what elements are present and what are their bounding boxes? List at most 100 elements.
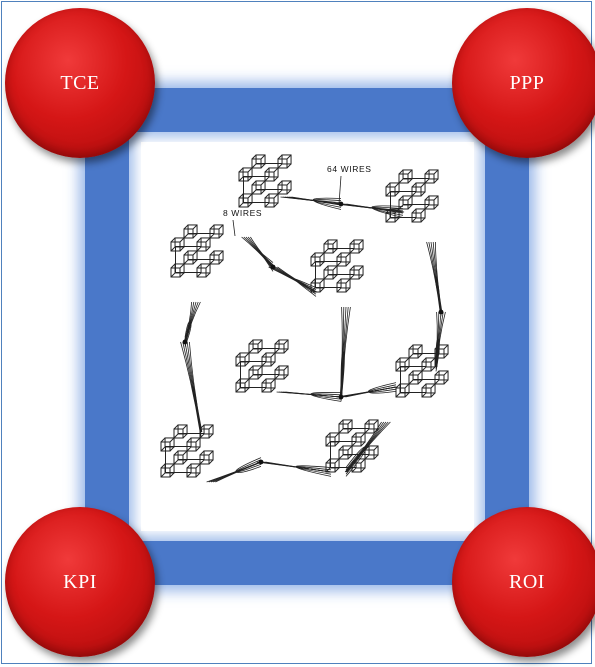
mini-cube-edge: [347, 419, 353, 425]
mini-cube-edge: [264, 193, 270, 199]
mini-cube-edge: [273, 167, 279, 173]
mini-cube-edge: [170, 246, 176, 252]
sixtyfour-wires-label: 64 WIRES: [327, 164, 371, 174]
mini-cube-edge: [408, 379, 414, 385]
mini-cube-edge: [336, 278, 342, 284]
mini-cube-edge: [261, 387, 267, 393]
mini-cube-edge: [179, 272, 185, 278]
mini-cube-edge: [248, 348, 254, 354]
mini-cube-edge: [347, 445, 353, 451]
mini-cube-edge: [238, 202, 244, 208]
mini-cube-edge: [248, 339, 254, 345]
mini-cube-edge: [261, 361, 267, 367]
mini-cube-edge: [244, 352, 250, 358]
mini-cube-edge: [373, 445, 379, 451]
mini-cube-edge: [209, 259, 215, 265]
mini-cube-edge: [443, 344, 449, 350]
mini-cube-edge: [443, 379, 449, 385]
mini-cube-edge: [332, 248, 338, 254]
mini-cube-edge: [274, 374, 280, 380]
mini-cube-edge: [192, 259, 198, 265]
mini-cube-edge: [261, 378, 267, 384]
mini-cube-edge: [430, 366, 436, 372]
mini-cube-edge: [334, 467, 340, 473]
cube-cluster: [238, 154, 292, 208]
wire-bundle: [180, 341, 203, 437]
mini-cube-back: [353, 239, 364, 250]
mini-cube-edge: [182, 424, 188, 430]
mini-cube-edge: [394, 182, 400, 188]
mini-cube-back: [268, 193, 279, 204]
wire: [368, 391, 397, 394]
center-illustration: 8 WIRES 64 WIRES: [141, 142, 474, 531]
mini-cube-edge: [186, 446, 192, 452]
mini-cube-edge: [407, 178, 413, 184]
mini-cube-edge: [199, 450, 205, 456]
mini-cube-edge: [349, 265, 355, 271]
mini-cube-back: [415, 182, 426, 193]
mini-cube-edge: [421, 357, 427, 363]
mini-cube-edge: [160, 472, 166, 478]
mini-cube-edge: [274, 348, 280, 354]
mini-cube-edge: [394, 217, 400, 223]
mini-cube-edge: [218, 224, 224, 230]
mini-cube-edge: [424, 178, 430, 184]
mini-cube-back: [203, 450, 214, 461]
mini-cube-edge: [424, 169, 430, 175]
mini-cube-back: [190, 437, 201, 448]
mini-cube-edge: [395, 366, 401, 372]
wire-hub: [182, 339, 188, 345]
wire: [435, 241, 443, 313]
mini-cube-edge: [434, 379, 440, 385]
mini-cube-edge: [235, 352, 241, 358]
mini-cube-edge: [349, 248, 355, 254]
mini-cube-edge: [170, 237, 176, 243]
mini-cube-edge: [270, 361, 276, 367]
mini-cube-edge: [404, 383, 410, 389]
wire-bundle: [206, 457, 263, 483]
wire-bundle: [426, 241, 443, 317]
mini-cube-edge: [373, 454, 379, 460]
wire: [259, 251, 274, 272]
mini-cube-edge: [394, 191, 400, 197]
mini-cube-edge: [260, 180, 266, 186]
mini-cube-back: [428, 195, 439, 206]
mini-cube-edge: [358, 239, 364, 245]
mini-cube-edge: [323, 265, 329, 271]
mini-cube-edge: [364, 445, 370, 451]
wire-hub: [338, 394, 344, 400]
mini-cube-edge: [385, 208, 391, 214]
mini-cube-back: [278, 365, 289, 376]
mini-cube-back: [340, 278, 351, 289]
mini-cube-edge: [209, 224, 215, 230]
wire-hub: [438, 309, 444, 315]
mini-cube-edge: [360, 467, 366, 473]
cube-cluster: [325, 419, 379, 473]
wire-bundle: [280, 196, 343, 210]
mini-cube-back: [355, 458, 366, 469]
mini-cube-edge: [319, 261, 325, 267]
mini-cube-edge: [385, 217, 391, 223]
mini-cube-edge: [395, 392, 401, 398]
mini-cube-edge: [286, 154, 292, 160]
mini-cube-edge: [334, 458, 340, 464]
mini-cube-edge: [247, 193, 253, 199]
mini-cube-edge: [179, 237, 185, 243]
mini-cube-edge: [364, 419, 370, 425]
mini-cube-edge: [195, 437, 201, 443]
cube-cluster: [160, 424, 214, 478]
mini-cube-edge: [186, 472, 192, 478]
mini-cube-edge: [260, 189, 266, 195]
mini-cube-edge: [283, 374, 289, 380]
mini-cube-edge: [182, 450, 188, 456]
mini-cube-edge: [421, 392, 427, 398]
mini-cube-edge: [205, 272, 211, 278]
mini-cube-edge: [273, 202, 279, 208]
mini-cube-edge: [411, 208, 417, 214]
mini-cube-edge: [277, 180, 283, 186]
wire: [340, 351, 345, 402]
mini-cube-edge: [270, 378, 276, 384]
mini-cube-back: [268, 167, 279, 178]
mini-cube-edge: [404, 366, 410, 372]
mini-cube-edge: [385, 191, 391, 197]
